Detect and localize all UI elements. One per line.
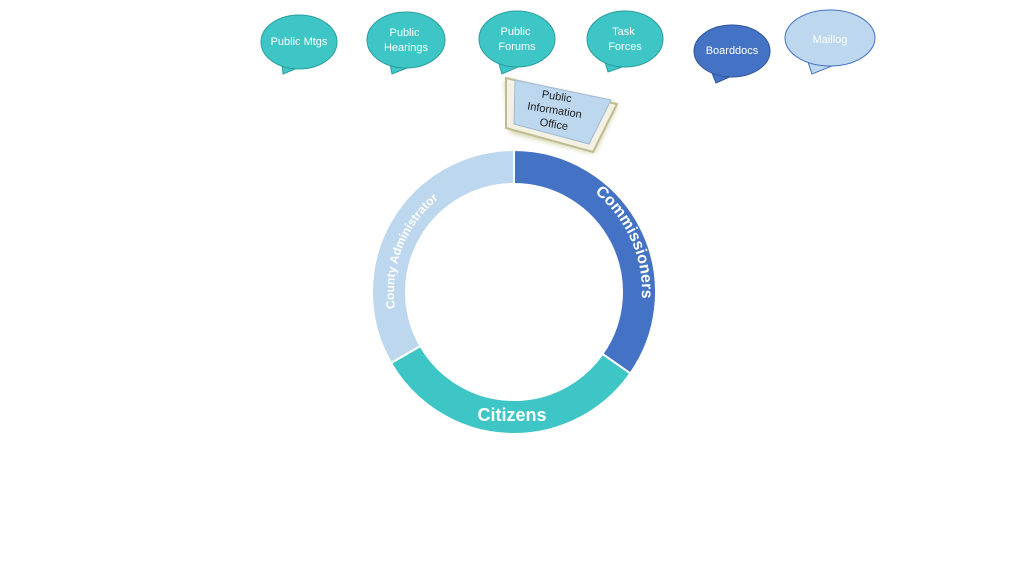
bubble-shape [784,9,876,67]
public-information-office: Public Information Office [505,76,619,154]
pio-text-line: Public [541,89,573,106]
svg-text:Public Forums: Public Forums [498,26,536,53]
bubble-text-line: Maillog [813,34,848,46]
bubble-text-line: Task [612,26,635,38]
bubble-text-line: Forces [608,41,642,53]
svg-text:Public Information: Public Information Office [524,87,588,136]
pio-text-line: Office [539,117,569,133]
pio-panel [513,79,612,145]
svg-text:Boarddocs: Boarddocs [706,45,759,57]
bubble-text-line: Public [500,26,530,38]
bubble-shape [586,10,664,68]
bubble-public-forums: Public Forums [478,10,556,75]
bubble-text-line: Forums [498,41,536,53]
bubble-text-line: Public Mtgs [271,36,328,48]
svg-text:Task Forces: Task Forces [608,26,642,53]
bubble-public-mtgs: Public Mtgs [260,14,338,75]
bubble-public-hearings: Public Hearings [366,11,446,75]
bubble-shape [693,24,771,78]
svg-text:Public Hearings: Public Hearings [384,27,429,54]
label-citizens: Citizens [477,405,546,425]
ring-segment-county-administrator [371,148,515,365]
bubble-shape [478,10,556,68]
bubble-boarddocs: Boarddocs [693,24,771,84]
svg-text:Maillog: Maillog [813,34,848,46]
bubble-text-line: Public [389,27,419,39]
bubble-shape [260,14,338,70]
bubble-shape [366,11,446,69]
bubble-task-forces: Task Forces [586,10,664,73]
ring: Commissioners Citizens County Administra… [371,148,657,435]
svg-text:Public Mtgs: Public Mtgs [271,36,328,48]
bubble-maillog: Maillog [784,9,876,75]
bubble-text-line: Boarddocs [706,45,759,57]
bubble-text-line: Hearings [384,42,429,54]
